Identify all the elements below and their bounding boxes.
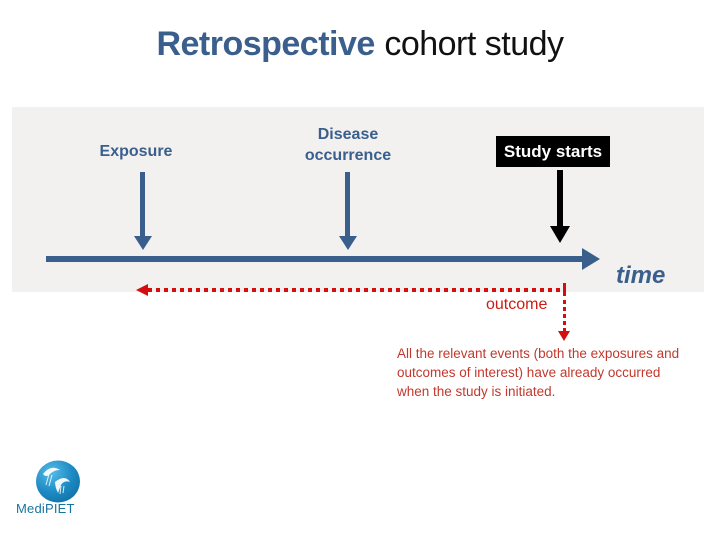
disease-occurrence-label: Disease occurrence — [304, 126, 392, 164]
note-arrow-down-icon — [558, 331, 570, 341]
note-dashed-line — [563, 300, 566, 332]
outcome-arrow-left-icon — [136, 284, 148, 296]
disease-arrow-down-icon — [339, 236, 357, 250]
outcome-dotted-line — [148, 288, 564, 292]
time-axis-label: time — [616, 262, 666, 289]
exposure-arrow-shaft — [140, 172, 145, 236]
medipiet-logo-text: MediPIET — [16, 501, 75, 516]
title-rest: cohort study — [384, 25, 564, 63]
study-starts-arrow-down-icon — [550, 226, 570, 243]
exposure-arrow-down-icon — [134, 236, 152, 250]
medipiet-logo-icon — [35, 460, 83, 504]
title-highlight: Retrospective — [156, 25, 375, 63]
medipiet-globe-icon — [36, 460, 80, 503]
outcome-label: outcome — [486, 296, 548, 313]
study-starts-arrow-shaft — [557, 170, 563, 227]
note-text: All the relevant events (both the exposu… — [397, 346, 680, 399]
outcome-line-endcap — [563, 283, 566, 296]
exposure-label: Exposure — [99, 143, 173, 160]
study-starts-badge: Study starts — [496, 136, 610, 167]
timeline-axis — [46, 256, 582, 262]
timeline-arrow-right-icon — [582, 248, 600, 270]
disease-arrow-shaft — [345, 172, 350, 236]
